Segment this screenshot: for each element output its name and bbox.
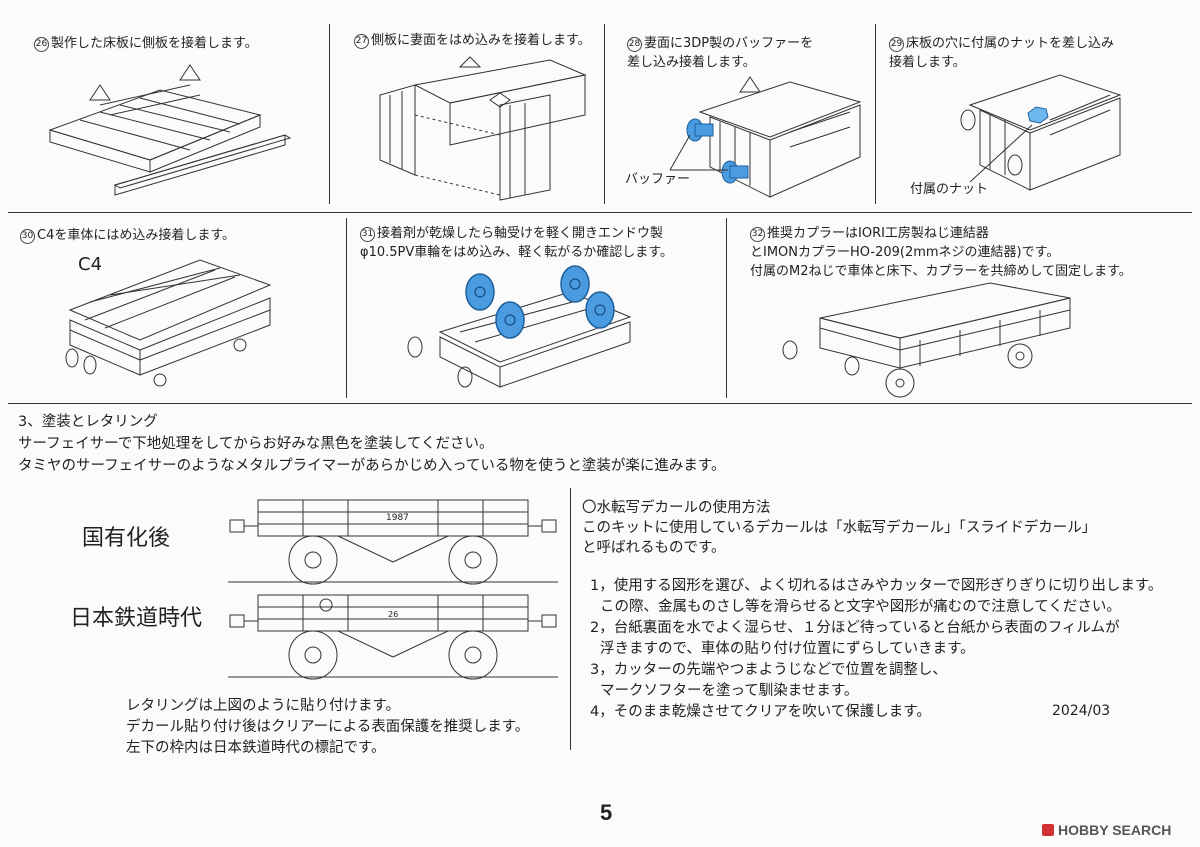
divider — [329, 24, 330, 204]
divider — [875, 24, 876, 204]
section3-title: 3、塗装とレタリング — [18, 414, 158, 430]
decal-step-3b: マークソフターを塗って馴染ませます。 — [600, 683, 859, 699]
decal-step-1a: 1，使用する図形を選び、よく切れるはさみやカッターで図形ぎりぎりに切り出します。 — [590, 578, 1163, 594]
buffer-label: バッファー — [625, 172, 691, 187]
nut-leader-line — [969, 124, 1033, 183]
era-nippon-railway-label: 日本鉄道時代 — [70, 606, 203, 631]
hobby-search-icon — [1042, 824, 1054, 836]
page-number: 5 — [600, 800, 613, 825]
divider — [8, 212, 1192, 213]
step-26-figure — [48, 64, 292, 196]
nut-label: 付属のナット — [910, 182, 989, 197]
wagon-number-after: 1987 — [386, 513, 409, 523]
step-27-figure — [379, 56, 587, 201]
wagon-side-view-before: 26 — [228, 594, 558, 680]
step-32-figure — [782, 282, 1071, 398]
document-date: 2024/03 — [1052, 703, 1111, 719]
buffer-leader-lines — [669, 134, 728, 171]
divider — [8, 403, 1192, 404]
decal-intro-1: このキットに使用しているデカールは「水転写デカール」「スライドデカール」 — [582, 520, 1097, 536]
era-after-nationalization-label: 国有化後 — [82, 526, 171, 551]
step-28-figure — [686, 76, 862, 198]
wagon-number-before: 26 — [388, 610, 398, 619]
step-31-figure — [407, 265, 632, 388]
divider — [726, 218, 727, 398]
divider — [346, 218, 347, 398]
section3-line1: サーフェイサーで下地処理をしてからお好みな黒色を塗装してください。 — [18, 436, 494, 452]
watermark-logo: HOBBY SEARCH — [1042, 822, 1171, 838]
divider — [570, 488, 571, 750]
section3-line2: タミヤのサーフェイサーのようなメタルプライマーがあらかじめ入っている物を使うと塗… — [18, 458, 726, 474]
lettering-note-2: デカール貼り付け後はクリアーによる表面保護を推奨します。 — [126, 719, 530, 735]
decal-step-1b: この際、金属ものさし等を滑らせると文字や図形が痛むので注意してください。 — [600, 599, 1121, 615]
decal-step-2a: 2，台紙裏面を水でよく湿らせ、１分ほど待っていると台紙から表面のフィルムが — [590, 620, 1120, 636]
c4-label: C4 — [78, 254, 103, 275]
wagon-side-view-after: 1987 — [228, 499, 558, 585]
decal-title: 〇水転写デカールの使用方法 — [582, 500, 771, 516]
decal-intro-2: と呼ばれるものです。 — [582, 540, 726, 556]
lettering-note-1: レタリングは上図のように貼り付けます。 — [126, 698, 401, 714]
divider — [604, 24, 605, 204]
lettering-note-3: 左下の枠内は日本鉄道時代の標記です。 — [126, 740, 386, 756]
step-30-figure — [65, 259, 272, 387]
decal-step-2b: 浮きますので、車体の貼り付け位置にずらしていきます。 — [600, 641, 975, 657]
step-29-figure — [960, 74, 1122, 191]
decal-step-3a: 3，カッターの先端やつまようじなどで位置を調整し、 — [590, 662, 947, 678]
decal-step-4: 4，そのまま乾燥させてクリアを吹いて保護します。 — [590, 704, 931, 720]
